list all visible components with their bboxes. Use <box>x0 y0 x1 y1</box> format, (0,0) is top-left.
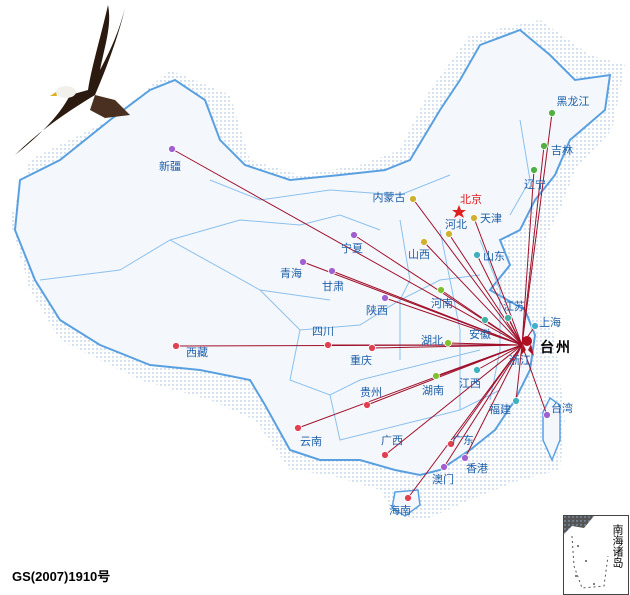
province-markers <box>168 109 556 502</box>
route-line <box>331 270 523 346</box>
province-marker <box>447 440 455 448</box>
province-label: 黑龙江 <box>556 95 590 108</box>
province-marker <box>328 267 336 275</box>
province-marker <box>531 322 539 330</box>
province-label: 西藏 <box>186 346 208 359</box>
province-marker <box>420 238 428 246</box>
province-marker <box>363 401 371 409</box>
approval-code: GS(2007)1910号 <box>12 569 111 584</box>
china-outline <box>13 28 612 477</box>
province-label: 辽宁 <box>524 178 546 191</box>
province-label: 山西 <box>408 248 430 261</box>
eagle-icon <box>15 5 130 155</box>
province-marker <box>548 109 556 117</box>
province-label: 湖南 <box>422 384 444 397</box>
province-marker <box>324 341 332 349</box>
route-line <box>412 198 523 346</box>
province-marker <box>444 339 452 347</box>
taizhou-marker-icon <box>520 336 534 356</box>
province-marker <box>504 314 512 322</box>
province-label: 甘肃 <box>322 280 344 293</box>
province-label: 江苏 <box>503 300 525 313</box>
route-line <box>443 344 523 468</box>
province-label: 福建 <box>489 403 511 416</box>
province-borders <box>39 119 531 441</box>
province-label: 吉林 <box>551 144 573 157</box>
province-marker <box>543 411 551 419</box>
province-label: 澳门 <box>432 473 454 486</box>
province-label: 天津 <box>480 212 502 225</box>
province-label: 湖北 <box>421 334 443 347</box>
route-line <box>476 344 523 371</box>
province-label: 海南 <box>389 504 411 517</box>
province-label: 江西 <box>459 377 481 390</box>
province-marker <box>540 142 548 150</box>
province-marker <box>481 316 489 324</box>
province-label: 陕西 <box>366 304 388 317</box>
beijing-star-icon <box>452 205 466 218</box>
province-marker <box>473 366 481 374</box>
province-marker <box>299 258 307 266</box>
province-label: 贵州 <box>360 386 382 399</box>
province-label: 河南 <box>431 297 453 310</box>
province-label: 云南 <box>300 435 322 448</box>
route-line <box>521 145 545 346</box>
province-label: 河北 <box>445 218 467 231</box>
province-label: 宁夏 <box>341 242 363 255</box>
route-line <box>384 344 523 456</box>
province-marker <box>445 230 453 238</box>
province-marker <box>530 166 538 174</box>
province-marker <box>381 294 389 302</box>
province-marker <box>294 424 302 432</box>
capital-label: 北京 <box>460 193 482 206</box>
route-line <box>484 319 523 346</box>
province-label: 广东 <box>452 434 474 447</box>
province-label: 台湾 <box>551 402 573 415</box>
province-marker <box>172 342 180 350</box>
route-line <box>473 217 523 346</box>
province-marker <box>168 145 176 153</box>
inset-label: 南海诸岛 <box>611 524 624 568</box>
route-line <box>507 317 523 346</box>
route-line <box>423 241 523 346</box>
province-label: 新疆 <box>159 160 181 173</box>
province-marker <box>512 397 520 405</box>
province-label: 四川 <box>312 325 334 338</box>
province-marker <box>368 344 376 352</box>
province-label: 内蒙古 <box>372 191 406 204</box>
route-line <box>448 233 523 346</box>
route-line <box>521 169 535 346</box>
province-marker <box>473 251 481 259</box>
hub-label: 台州 <box>540 340 572 356</box>
province-marker <box>409 195 417 203</box>
route-line <box>297 344 523 429</box>
province-marker <box>440 463 448 471</box>
inset-map <box>564 516 609 589</box>
province-label: 浙江 <box>509 354 531 367</box>
route-line <box>384 297 523 346</box>
province-marker <box>404 494 412 502</box>
route-line <box>407 344 523 499</box>
province-label: 安徽 <box>469 328 491 341</box>
route-lines <box>171 112 553 499</box>
province-marker <box>437 286 445 294</box>
south-china-sea-inset: 南海诸岛 <box>563 515 629 595</box>
province-label: 青海 <box>280 267 302 280</box>
province-label: 上海 <box>539 316 561 329</box>
province-marker <box>432 372 440 380</box>
province-label: 山东 <box>483 250 505 263</box>
province-marker <box>470 214 478 222</box>
route-line <box>464 344 523 459</box>
province-label: 广西 <box>381 434 403 447</box>
province-marker <box>461 454 469 462</box>
province-label: 香港 <box>466 462 488 475</box>
province-label: 重庆 <box>350 354 372 367</box>
province-marker <box>350 231 358 239</box>
route-line <box>521 344 548 416</box>
route-line <box>171 148 523 346</box>
province-marker <box>381 451 389 459</box>
route-line <box>521 112 553 346</box>
